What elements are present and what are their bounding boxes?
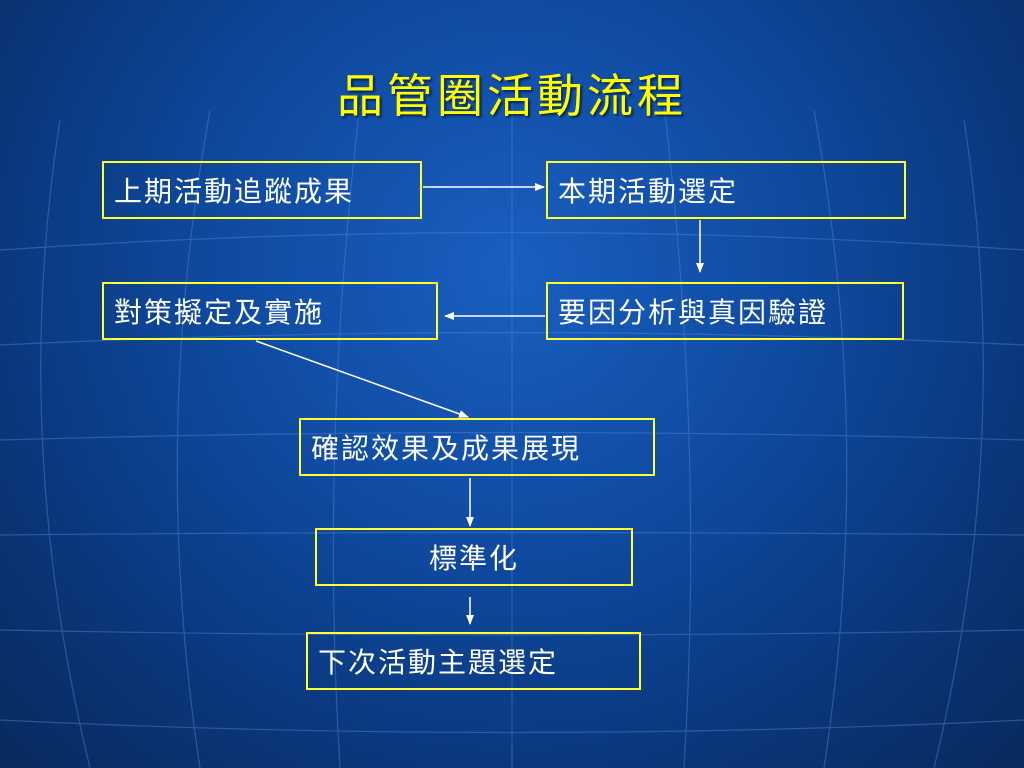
node-next-theme: 下次活動主題選定 xyxy=(306,632,641,690)
node-standardize: 標準化 xyxy=(315,528,633,586)
node-cause-analysis: 要因分析與真因驗證 xyxy=(546,282,904,340)
node-confirm-effects: 確認效果及成果展現 xyxy=(299,418,655,476)
arrow-countermeasures-to-confirm xyxy=(255,340,469,418)
node-select-current: 本期活動選定 xyxy=(546,161,906,219)
node-countermeasures: 對策擬定及實施 xyxy=(102,282,438,340)
node-prev-results: 上期活動追蹤成果 xyxy=(102,161,422,219)
page-title: 品管圈活動流程 xyxy=(337,69,687,123)
